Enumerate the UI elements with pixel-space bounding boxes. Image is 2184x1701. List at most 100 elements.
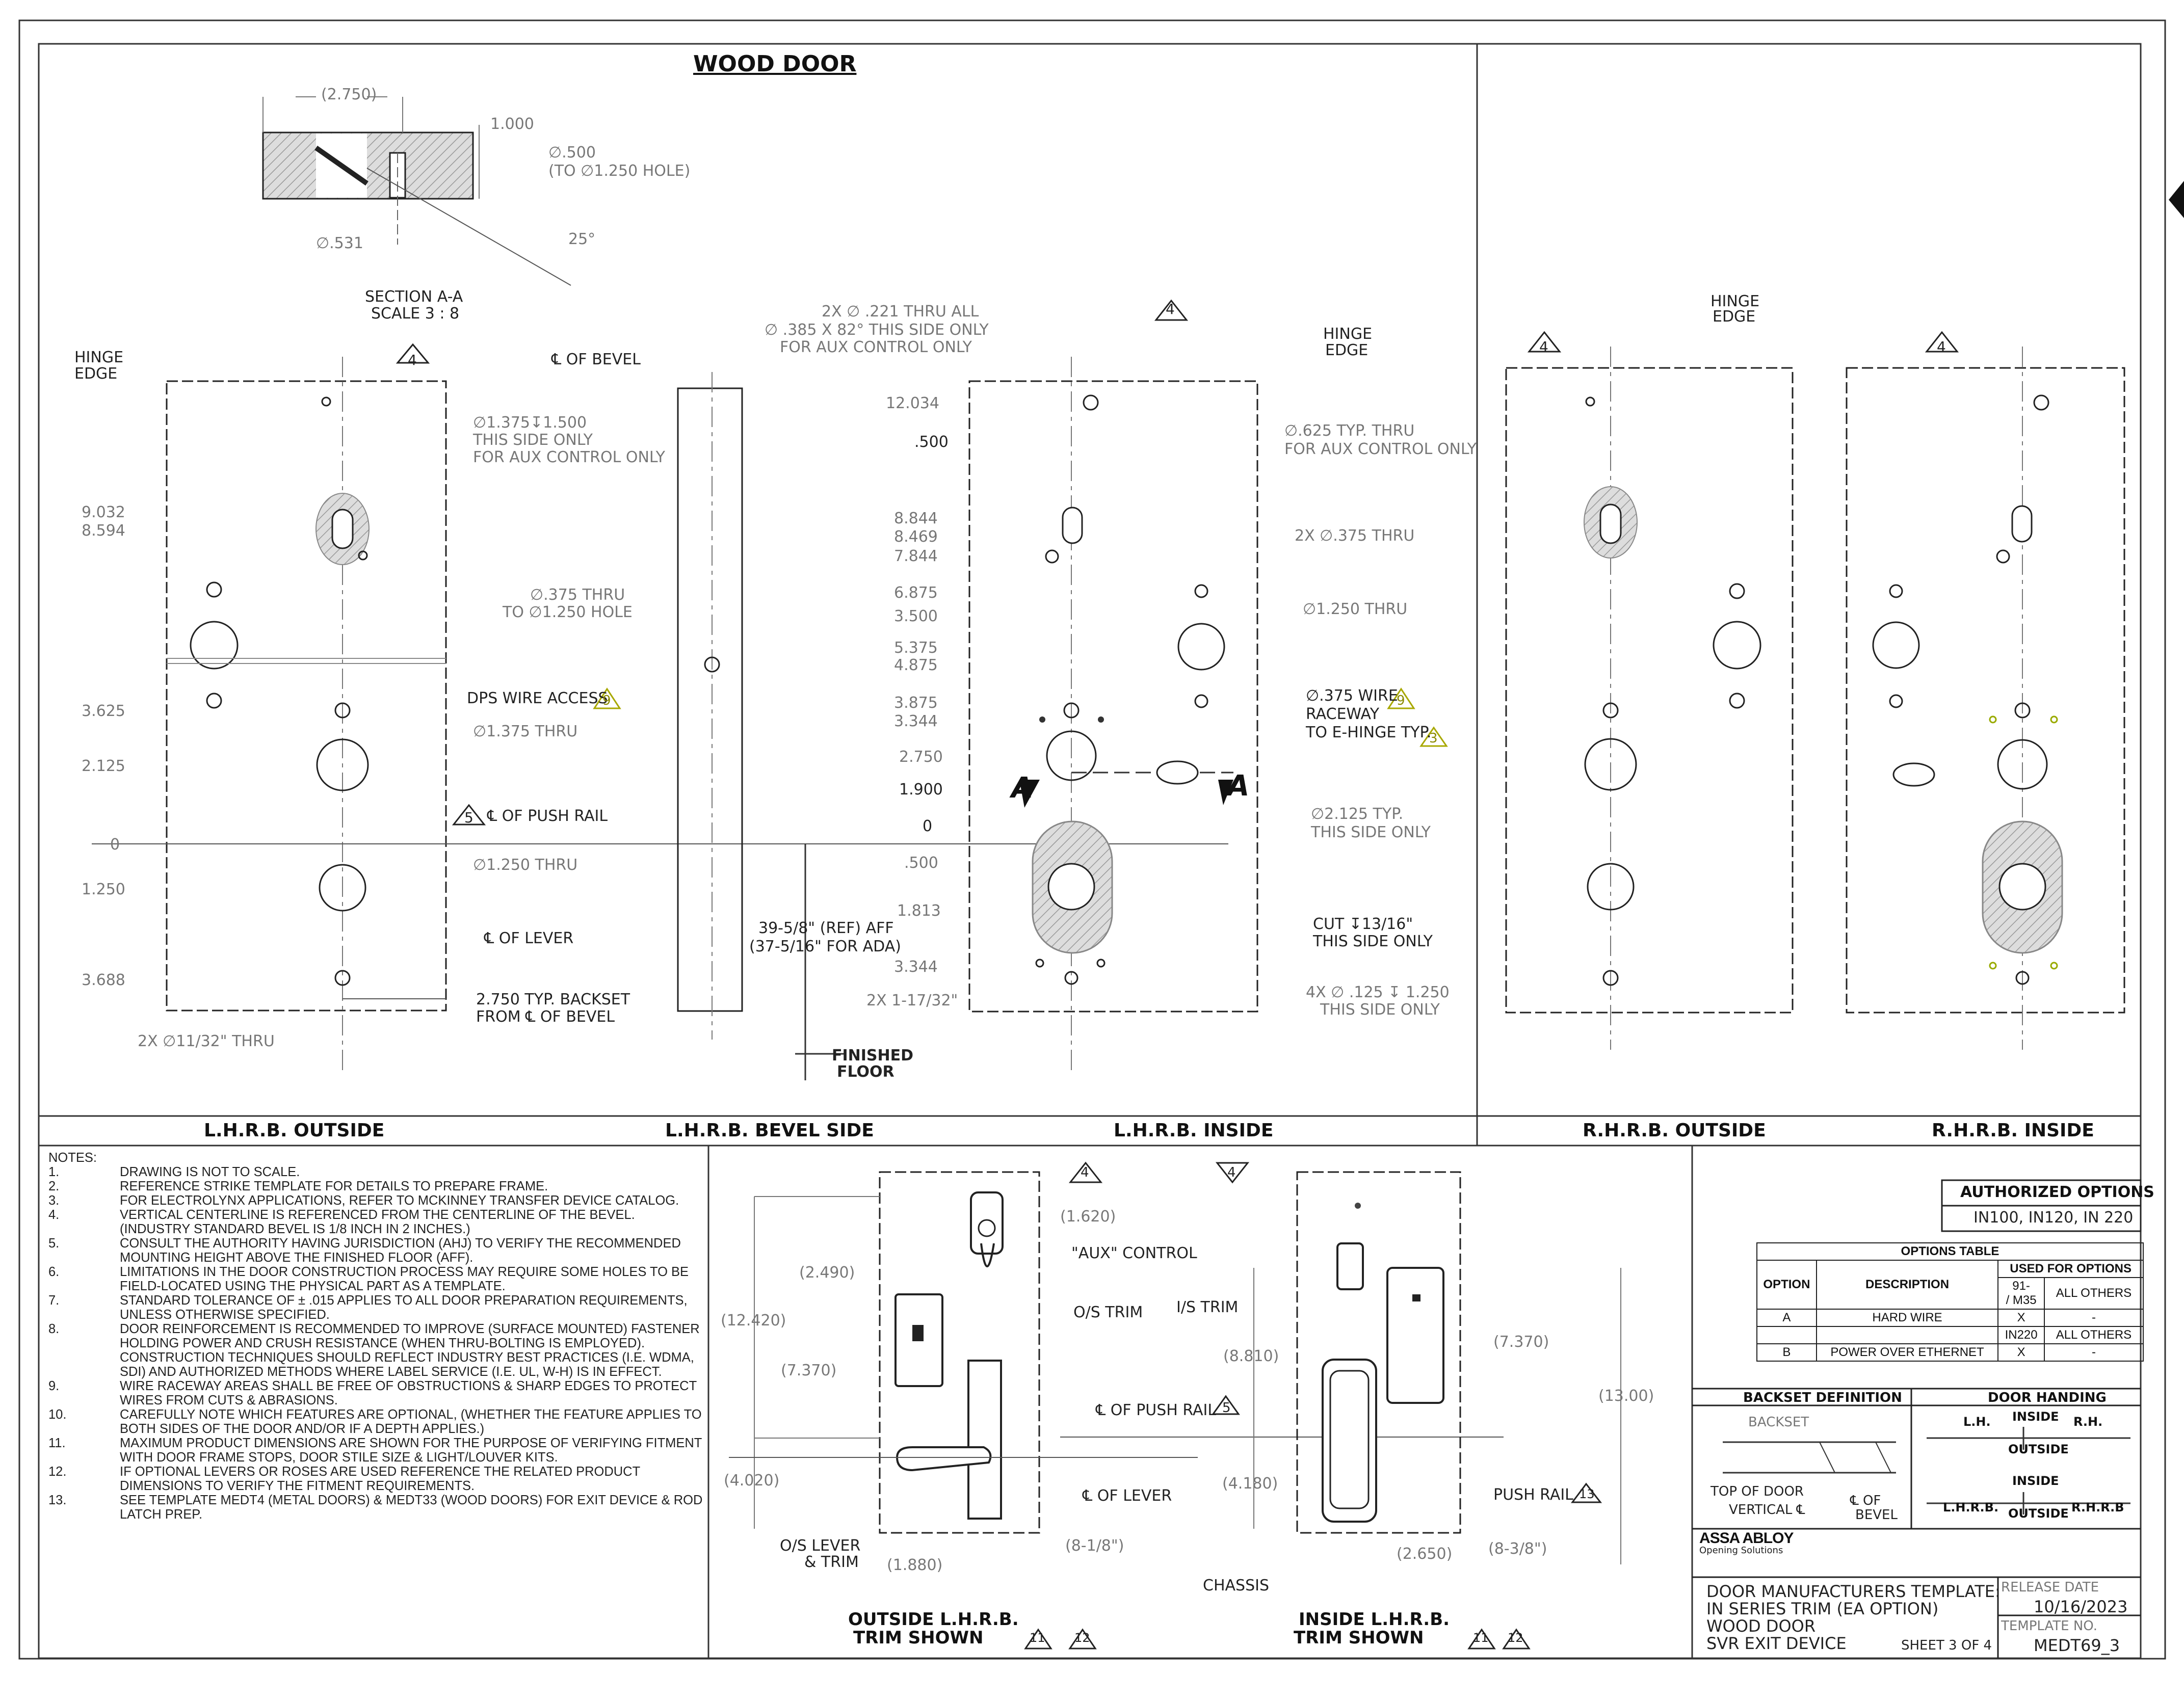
view-label-rhrb-outside: R.H.R.B. OUTSIDE (1583, 1120, 1766, 1141)
title-block-lines (1692, 1179, 2142, 1658)
view-label-lhrb-bevel: L.H.R.B. BEVEL SIDE (665, 1120, 874, 1141)
hinge-edge-rh-2: EDGE (1713, 308, 1756, 326)
outside-dim-5: 1.250 (82, 881, 125, 898)
inside-2125-1: ∅2.125 TYP. (1311, 805, 1404, 823)
cl-bevel-label: ℄ OF BEVEL (551, 351, 641, 368)
view-label-lhrb-outside: L.H.R.B. OUTSIDE (204, 1120, 385, 1141)
inside-221-1: 2X ∅ .221 THRU ALL (822, 303, 979, 321)
notes-list: 1.DRAWING IS NOT TO SCALE.2.REFERENCE ST… (48, 1165, 706, 1522)
inside-dim-8469: 8.469 (894, 528, 938, 546)
note-text: IF OPTIONAL LEVERS OR ROSES ARE USED REF… (120, 1465, 640, 1493)
door-handing-title: DOOR HANDING (1988, 1390, 2107, 1405)
inside-2125-2: THIS SIDE ONLY (1311, 823, 1431, 841)
thru-375-label-2: TO ∅1.250 HOLE (503, 603, 633, 621)
raceway-2: RACEWAY (1306, 705, 1380, 723)
trim-dim-7370a: (7.370) (781, 1362, 837, 1379)
rev-4-d: 4 (1937, 338, 1946, 355)
table-row: A HARD WIRE X - (1756, 1309, 2144, 1327)
section-title: SECTION A-A (365, 288, 463, 306)
trim-dim-8810: (8.810) (1223, 1347, 1279, 1365)
outside-dim-6: 3.688 (82, 971, 125, 989)
x4-label-2: THIS SIDE ONLY (1320, 1001, 1440, 1019)
rev-4-b: 4 (408, 352, 417, 368)
note-item: 5.CONSULT THE AUTHORITY HAVING JURISDICT… (48, 1236, 706, 1265)
raceway-1: ∅.375 WIRE (1306, 687, 1398, 705)
x4-label-1: 4X ∅ .125 ↧ 1.250 (1306, 984, 1450, 1001)
options-col-option: OPTION (1756, 1260, 1817, 1310)
note-text: WIRE RACEWAY AREAS SHALL BE FREE OF OBST… (120, 1379, 697, 1407)
release-date-value: 10/16/2023 (2034, 1597, 2128, 1616)
note-number: 11. (48, 1436, 66, 1450)
note-item: 4.VERTICAL CENTERLINE IS REFERENCED FROM… (48, 1208, 706, 1236)
view-label-lhrb-inside: L.H.R.B. INSIDE (1114, 1120, 1274, 1141)
rev-3: 3 (1429, 731, 1438, 746)
hinge-edge-inside-1: HINGE (1323, 325, 1373, 343)
trim-chassis: CHASSIS (1203, 1577, 1270, 1594)
note-number: 1. (48, 1165, 60, 1179)
backset-label-2: FROM ℄ OF BEVEL (476, 1008, 615, 1026)
trim-outside-title-1: OUTSIDE L.H.R.B. (848, 1609, 1019, 1630)
hinge-edge-inside-2: EDGE (1325, 341, 1369, 359)
note-number: 7. (48, 1293, 60, 1308)
section-arrow-a-right: A (1227, 769, 1250, 803)
dps-label: DPS WIRE ACCESS (467, 689, 608, 707)
inside-dim-1900: 1.900 (899, 781, 943, 799)
note-item: 7.STANDARD TOLERANCE OF ± .015 APPLIES T… (48, 1293, 706, 1322)
trim-inside-title-2: TRIM SHOWN (1294, 1628, 1424, 1648)
thru-375-label-1: ∅.375 THRU (530, 586, 625, 604)
handing-rhrb: R.H.R.B (2071, 1500, 2124, 1514)
outside-dim-2: 3.625 (82, 702, 125, 720)
trim-dim-1880: (1.880) (887, 1556, 943, 1574)
vertical-cl-label: VERTICAL ℄ (1729, 1502, 1805, 1518)
view-label-rhrb-inside: R.H.R.B. INSIDE (1932, 1120, 2094, 1141)
trim-rev-12a: 12 (1074, 1631, 1090, 1645)
options-col-desc: DESCRIPTION (1815, 1260, 1999, 1310)
inside-1250: ∅1.250 THRU (1303, 600, 1408, 618)
trim-rev-13: 13 (1579, 1487, 1595, 1501)
outside-dim-0: 9.032 (82, 503, 125, 521)
inside-625-2: FOR AUX CONTROL ONLY (1284, 440, 1477, 458)
note-item: 6.LIMITATIONS IN THE DOOR CONSTRUCTION P… (48, 1265, 706, 1293)
section-arrow-a-left: A (1011, 772, 1034, 805)
table-row: IN220 ALL OTHERS (1756, 1326, 2144, 1344)
section-dim-to1250: (TO ∅1.250 HOLE) (548, 162, 691, 180)
rev-5: 5 (464, 809, 473, 826)
cut-label-1: CUT ↧13/16" (1313, 915, 1413, 933)
options-table-title: OPTIONS TABLE (1756, 1242, 2144, 1261)
sheet-number: SHEET 3 OF 4 (1901, 1638, 1992, 1653)
trim-os-lever-1: O/S LEVER (780, 1537, 861, 1555)
options-col-91: 91-/ M35 (1997, 1277, 2045, 1310)
raceway-3: TO E-HINGE TYP. (1306, 724, 1432, 741)
backset-label-1: 2.750 TYP. BACKSET (476, 991, 630, 1008)
note-number: 8. (48, 1322, 60, 1336)
trim-outside-title-2: TRIM SHOWN (853, 1628, 984, 1648)
hinge-edge-label-1: HINGE (74, 349, 124, 366)
inside-dim-3344b: 3.344 (894, 958, 938, 976)
trim-rev-11a: 11 (1030, 1631, 1045, 1645)
hinge-edge-rh-1: HINGE (1711, 293, 1760, 310)
note-text: CONSULT THE AUTHORITY HAVING JURISDICTIO… (120, 1236, 681, 1265)
backset-label: BACKSET (1748, 1415, 1809, 1430)
handing-rh: R.H. (2073, 1415, 2103, 1429)
aux-label-3: FOR AUX CONTROL ONLY (473, 448, 665, 466)
revision-triangles-yellow (593, 687, 1448, 747)
handing-inside-1: INSIDE (2012, 1410, 2059, 1424)
section-a-a (262, 96, 571, 286)
outside-dim-4: 0 (110, 836, 120, 854)
handing-lhrb: L.H.R.B. (1943, 1500, 1999, 1514)
aff-label-1: 39-5/8" (REF) AFF (758, 919, 894, 937)
aux-label-2: THIS SIDE ONLY (473, 431, 593, 449)
trim-dim-838: (8-3/8") (1488, 1540, 1547, 1558)
inside-dim-4875: 4.875 (894, 656, 938, 674)
template-no-label: TEMPLATE NO. (2001, 1618, 2097, 1634)
options-col-used: USED FOR OPTIONS (1997, 1260, 2144, 1278)
revision-triangles (396, 299, 1959, 1650)
rev-9-a: 9 (602, 693, 611, 708)
handing-outside-2: OUTSIDE (2008, 1506, 2069, 1521)
handing-inside-2: INSIDE (2012, 1474, 2059, 1488)
section-dim-2750: (2.750) (321, 86, 377, 103)
notes-section: NOTES: 1.DRAWING IS NOT TO SCALE.2.REFER… (48, 1151, 706, 1522)
inside-221-3: FOR AUX CONTROL ONLY (780, 338, 972, 356)
inside-dim-2750: 2.750 (899, 748, 943, 766)
trim-dim-1620: (1.620) (1060, 1208, 1116, 1226)
